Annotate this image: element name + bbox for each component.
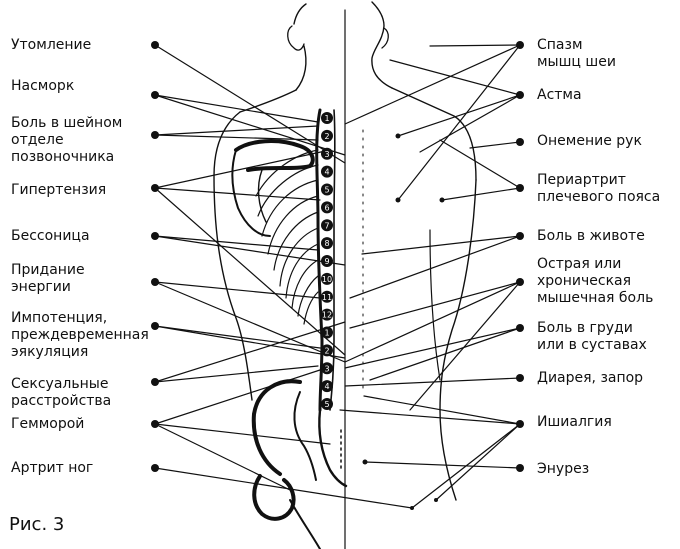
vertebra-number: 3 — [324, 364, 329, 373]
sacrum — [319, 410, 346, 486]
neck-left — [296, 46, 306, 90]
vertebra-number: 12 — [322, 311, 332, 320]
ear-left — [288, 26, 304, 50]
vertebra-number: 11 — [322, 293, 332, 302]
vertebra-number: 10 — [322, 275, 332, 284]
rib-cage — [256, 150, 318, 324]
vertebra-number: 1 — [324, 329, 329, 338]
vertebra-number: 5 — [324, 186, 329, 195]
pelvis-left — [254, 381, 300, 474]
pelvis-left-inner — [294, 392, 316, 480]
femur-shaft — [290, 500, 320, 549]
vertebra-number: 2 — [324, 346, 329, 355]
vertebra-number: 1 — [324, 114, 329, 123]
trapezius-left — [240, 90, 296, 112]
vertebra-number: 8 — [324, 239, 329, 248]
head-outline — [294, 2, 392, 88]
vertebra-number: 3 — [324, 150, 329, 159]
scapula-left-blade — [232, 150, 270, 236]
vertebra-number: 2 — [324, 132, 329, 141]
vertebra-number: 4 — [324, 168, 329, 177]
vertebra-number: 5 — [324, 400, 329, 409]
vertebra-number: 9 — [324, 257, 329, 266]
vertebra-number: 4 — [324, 382, 329, 391]
vertebra-number: 7 — [324, 221, 329, 230]
vertebra-number: 6 — [324, 203, 329, 212]
